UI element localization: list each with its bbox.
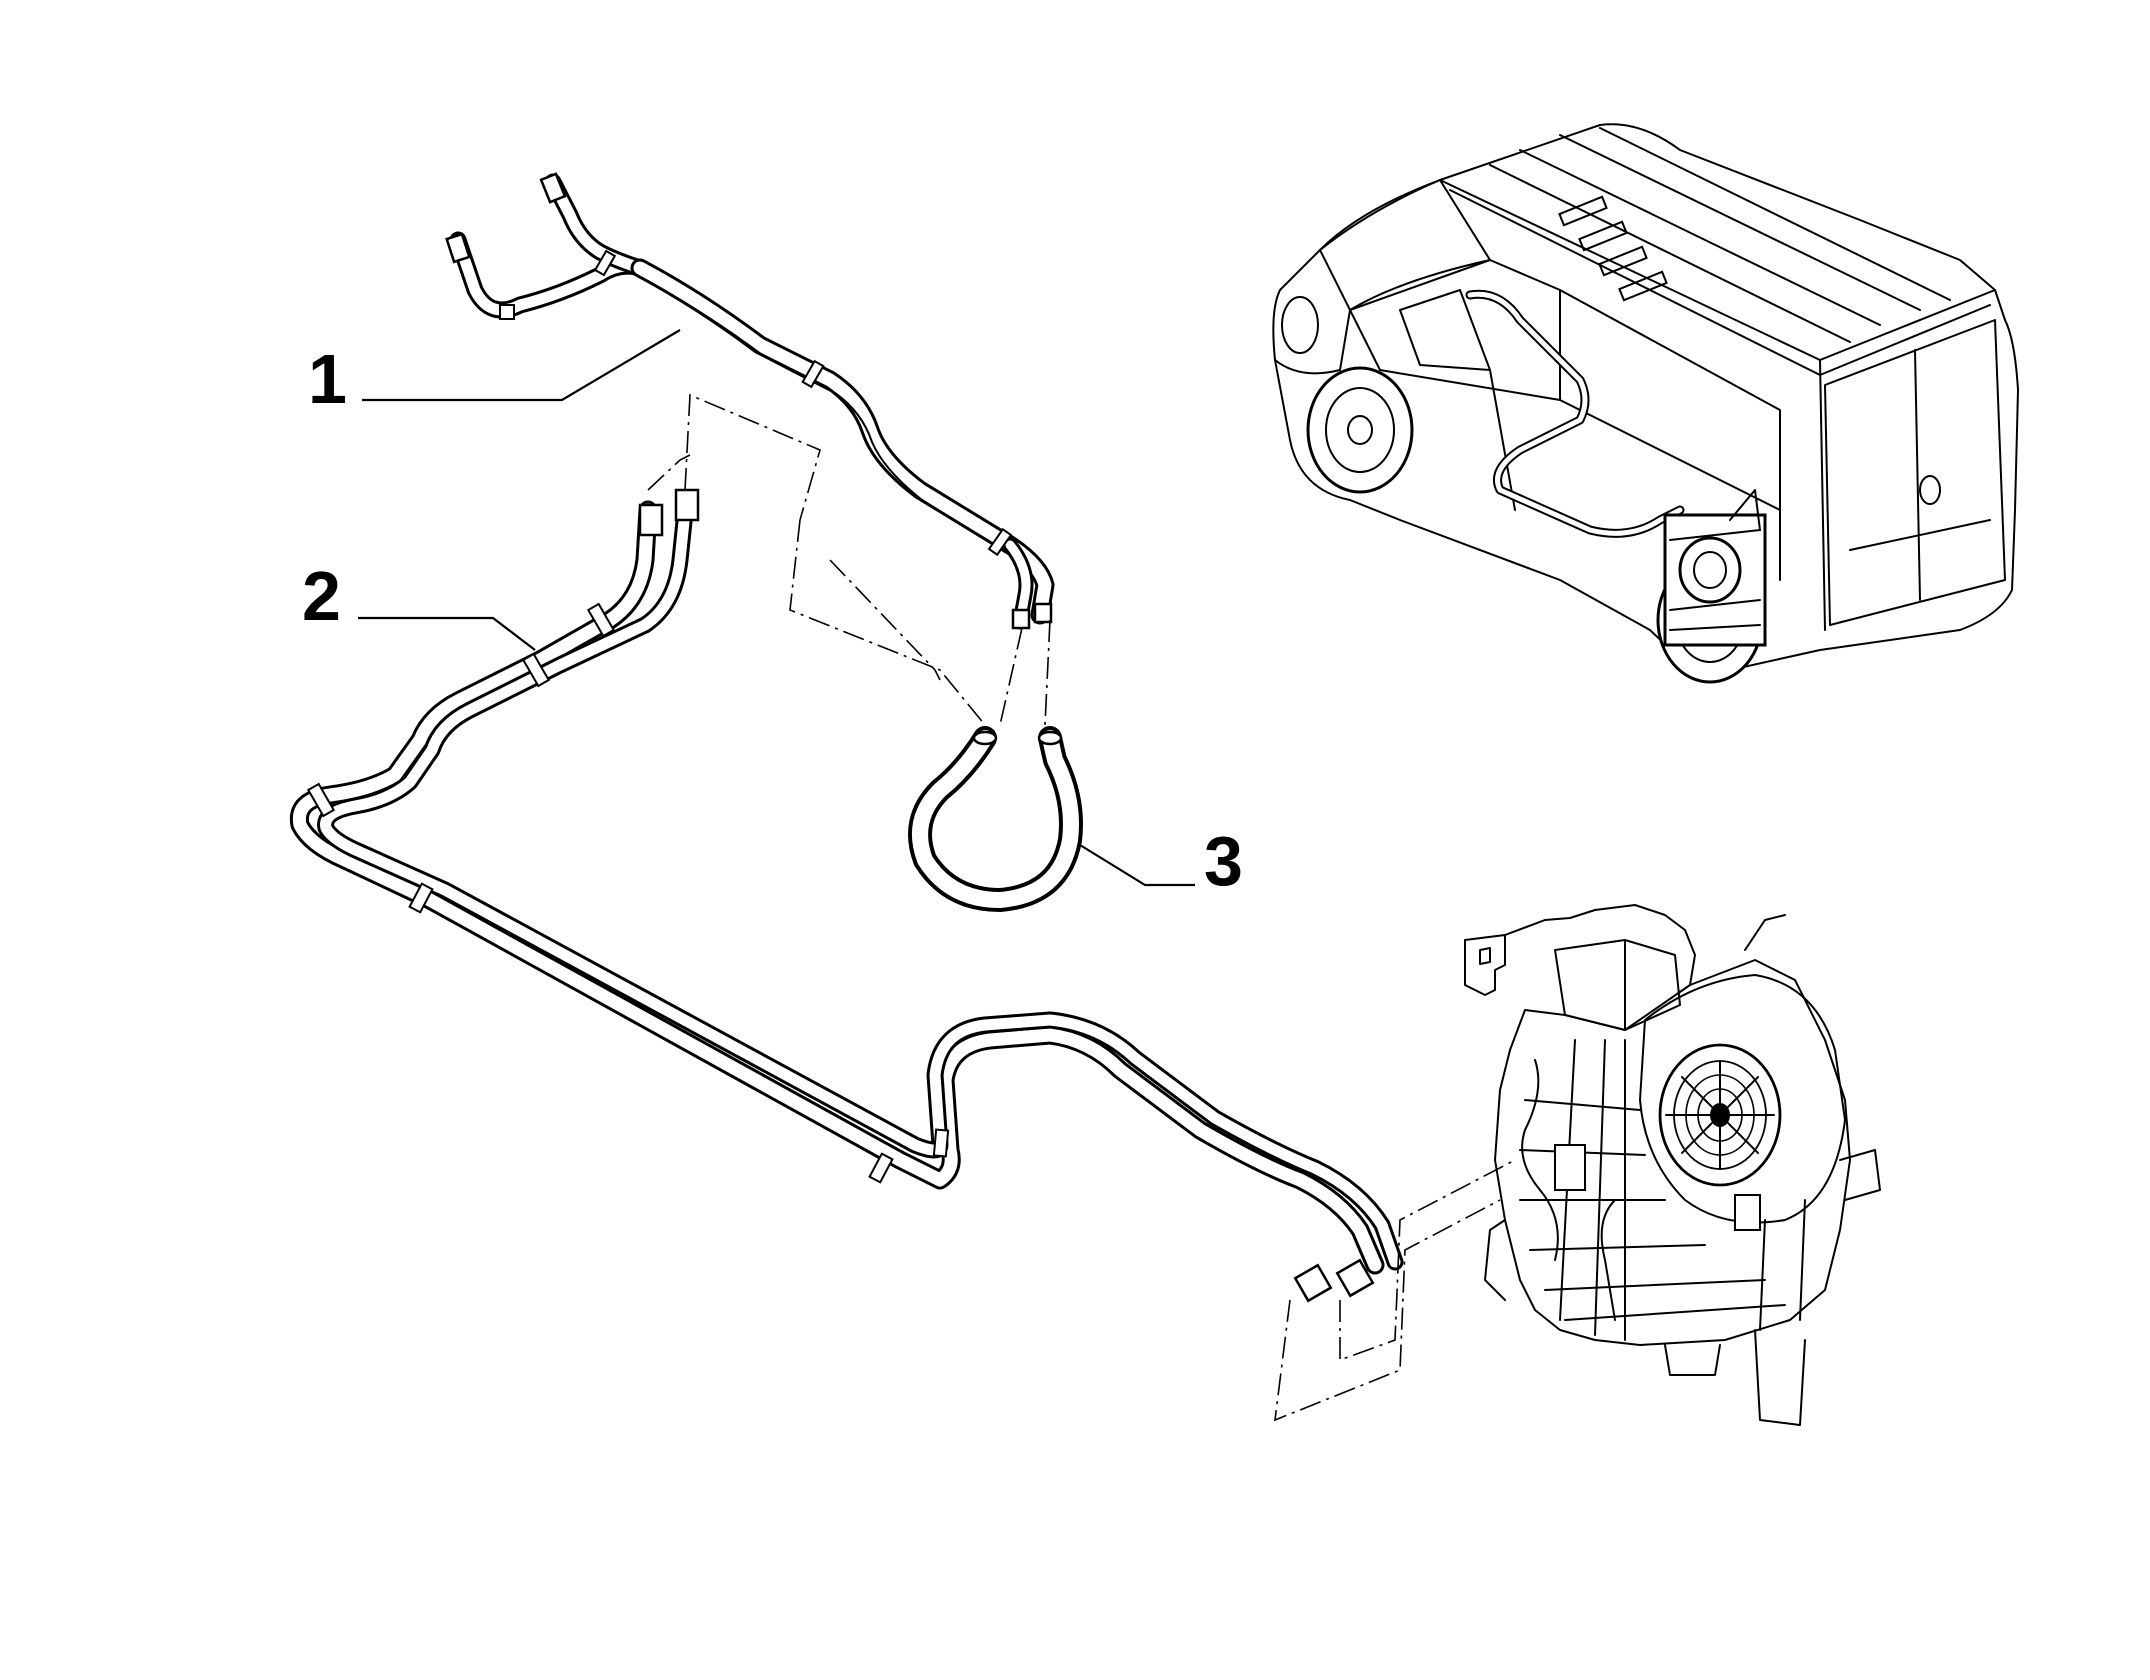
heater-pipe-1[interactable] [445, 172, 1055, 630]
van-illustration [1272, 123, 2019, 684]
connection-lines [647, 393, 1516, 1422]
heater-pipe-2[interactable] [289, 488, 1404, 1303]
callout-3: 3 [1079, 822, 1243, 900]
van-heater-unit-icon [1663, 489, 1767, 647]
callout-1: 1 [308, 329, 681, 418]
callout-number-3: 3 [1204, 822, 1243, 900]
callout-2: 2 [302, 557, 536, 651]
heater-unit-illustration [1464, 904, 1881, 1426]
callout-number-1: 1 [308, 340, 347, 418]
connecting-hose-3[interactable] [908, 726, 1083, 912]
callout-number-2: 2 [302, 557, 341, 635]
